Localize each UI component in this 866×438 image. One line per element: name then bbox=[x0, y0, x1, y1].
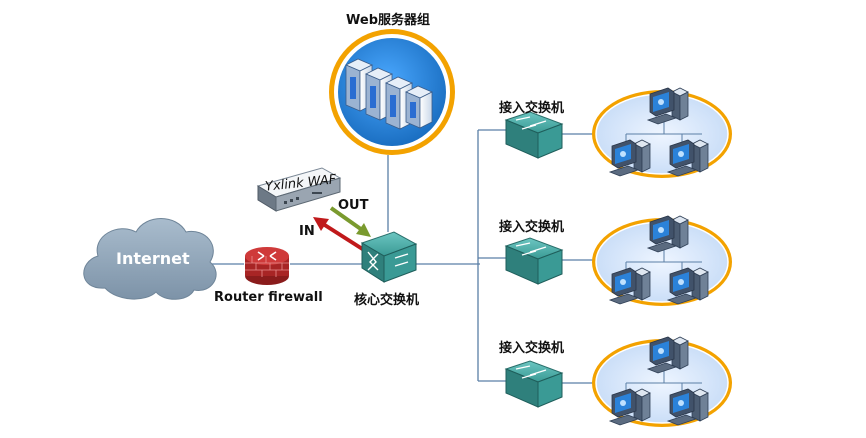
in-arrow-icon bbox=[313, 217, 366, 252]
internet-label: Internet bbox=[116, 249, 190, 268]
web-server-cluster-icon bbox=[329, 29, 455, 155]
web-cluster-label: Web服务器组 bbox=[346, 13, 430, 28]
router-firewall-label: Router firewall bbox=[214, 290, 323, 305]
workstation-icon bbox=[646, 87, 689, 125]
in-flow-label: IN bbox=[299, 224, 315, 239]
out-arrow-icon bbox=[329, 206, 371, 237]
core-switch-icon bbox=[360, 231, 418, 283]
links bbox=[196, 129, 594, 384]
access-switch-label: 接入交换机 bbox=[499, 101, 565, 116]
traffic-arrows bbox=[313, 206, 371, 252]
access-switch-1-icon bbox=[504, 111, 564, 159]
access-switch-label: 接入交换机 bbox=[499, 341, 565, 356]
access-switch-2-icon bbox=[504, 237, 564, 285]
lan-group-3 bbox=[592, 336, 732, 427]
access-switch-icon bbox=[504, 111, 564, 408]
access-switch-label: 接入交换机 bbox=[499, 220, 565, 235]
out-flow-label: OUT bbox=[338, 198, 369, 213]
router-firewall-icon bbox=[245, 247, 289, 285]
waf-appliance-icon bbox=[256, 167, 342, 212]
lan-group-2 bbox=[592, 215, 732, 306]
workstation-icon bbox=[646, 336, 689, 374]
core-switch-label: 核心交换机 bbox=[354, 293, 420, 308]
workstation-icon bbox=[646, 215, 689, 253]
workstation-icon bbox=[608, 139, 651, 177]
workstation-icon bbox=[666, 139, 709, 177]
workstation-icon bbox=[608, 388, 651, 426]
internet-cloud-icon bbox=[83, 218, 217, 300]
server-rack-icon bbox=[345, 58, 433, 130]
workstation-icon bbox=[608, 267, 651, 305]
lan-group-1 bbox=[592, 87, 732, 178]
workstation-icon bbox=[666, 267, 709, 305]
access-switch-3-icon bbox=[504, 360, 564, 408]
workstation-icon bbox=[666, 388, 709, 426]
